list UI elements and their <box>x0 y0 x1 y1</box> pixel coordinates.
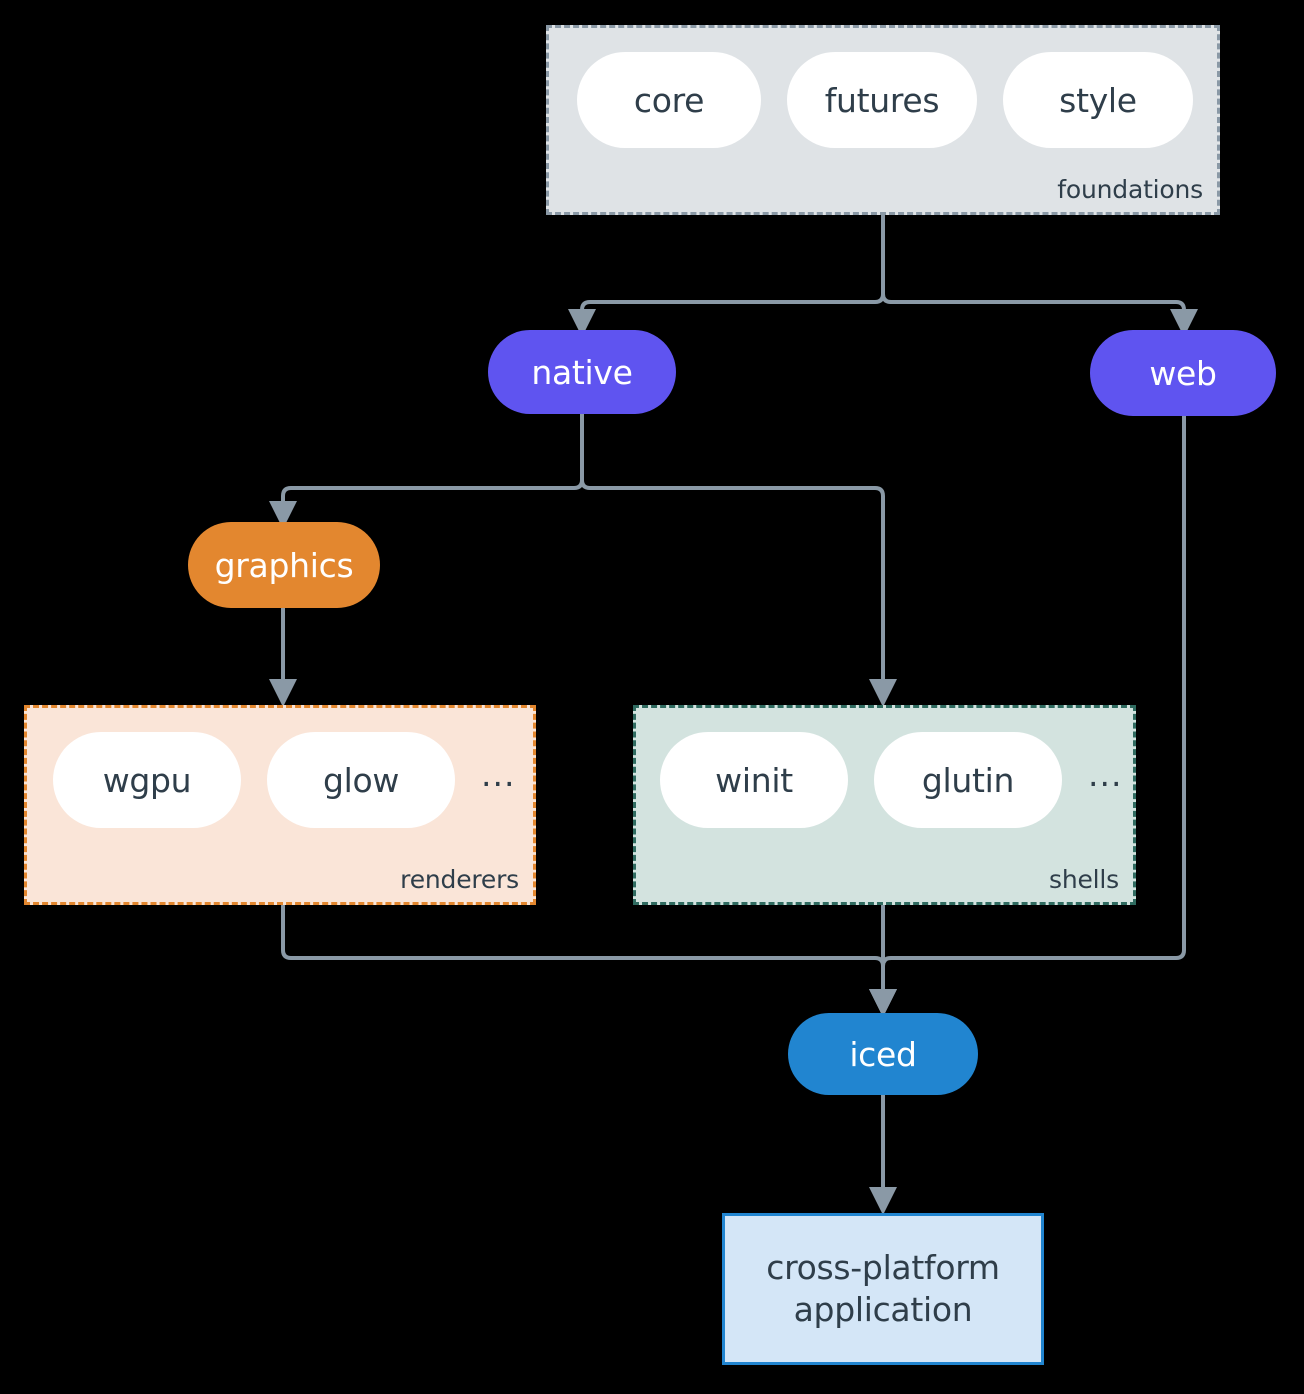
group-shells-label: shells <box>1049 865 1119 894</box>
chip-glow[interactable]: glow <box>267 732 455 828</box>
shells-more: ... <box>1088 754 1123 794</box>
node-iced-label: iced <box>849 1034 917 1074</box>
group-shells: winit glutin ... shells <box>633 705 1136 905</box>
application-line-1: cross-platform <box>766 1247 1000 1287</box>
edge-foundations-web <box>881 214 1198 337</box>
node-iced[interactable]: iced <box>788 1013 978 1095</box>
chip-glutin-label: glutin <box>921 760 1015 800</box>
application-line-2: application <box>793 1290 973 1329</box>
group-renderers-label: renderers <box>400 865 519 894</box>
chip-futures[interactable]: futures <box>787 52 977 148</box>
chip-core-label: core <box>633 80 705 120</box>
group-foundations-label: foundations <box>1057 175 1203 204</box>
edge-renderers-iced <box>281 904 897 1017</box>
chip-style[interactable]: style <box>1003 52 1193 148</box>
chip-style-label: style <box>1059 80 1137 120</box>
node-native[interactable]: native <box>488 330 676 414</box>
group-foundations: core futures style foundations <box>546 25 1220 215</box>
edge-foundations-native <box>568 214 885 337</box>
renderers-more: ... <box>481 754 516 794</box>
chip-core[interactable]: core <box>577 52 761 148</box>
chip-glutin[interactable]: glutin <box>874 732 1062 828</box>
chip-winit[interactable]: winit <box>660 732 848 828</box>
renderers-items: wgpu glow ... <box>53 732 515 828</box>
node-web[interactable]: web <box>1090 330 1276 416</box>
chip-wgpu[interactable]: wgpu <box>53 732 241 828</box>
foundations-items: core futures style <box>577 52 1193 148</box>
chip-glow-label: glow <box>322 760 400 800</box>
node-graphics[interactable]: graphics <box>188 522 380 608</box>
node-web-label: web <box>1149 353 1217 393</box>
node-graphics-label: graphics <box>214 545 354 585</box>
chip-wgpu-label: wgpu <box>102 760 192 800</box>
chip-futures-label: futures <box>824 80 940 120</box>
edge-native-graphics <box>269 412 584 529</box>
group-renderers: wgpu glow ... renderers <box>24 705 536 905</box>
shells-items: winit glutin ... <box>660 732 1122 828</box>
node-application[interactable]: cross-platform application <box>722 1213 1044 1365</box>
chip-winit-label: winit <box>715 760 793 800</box>
node-native-label: native <box>531 352 633 392</box>
edge-native-shells <box>580 412 897 707</box>
